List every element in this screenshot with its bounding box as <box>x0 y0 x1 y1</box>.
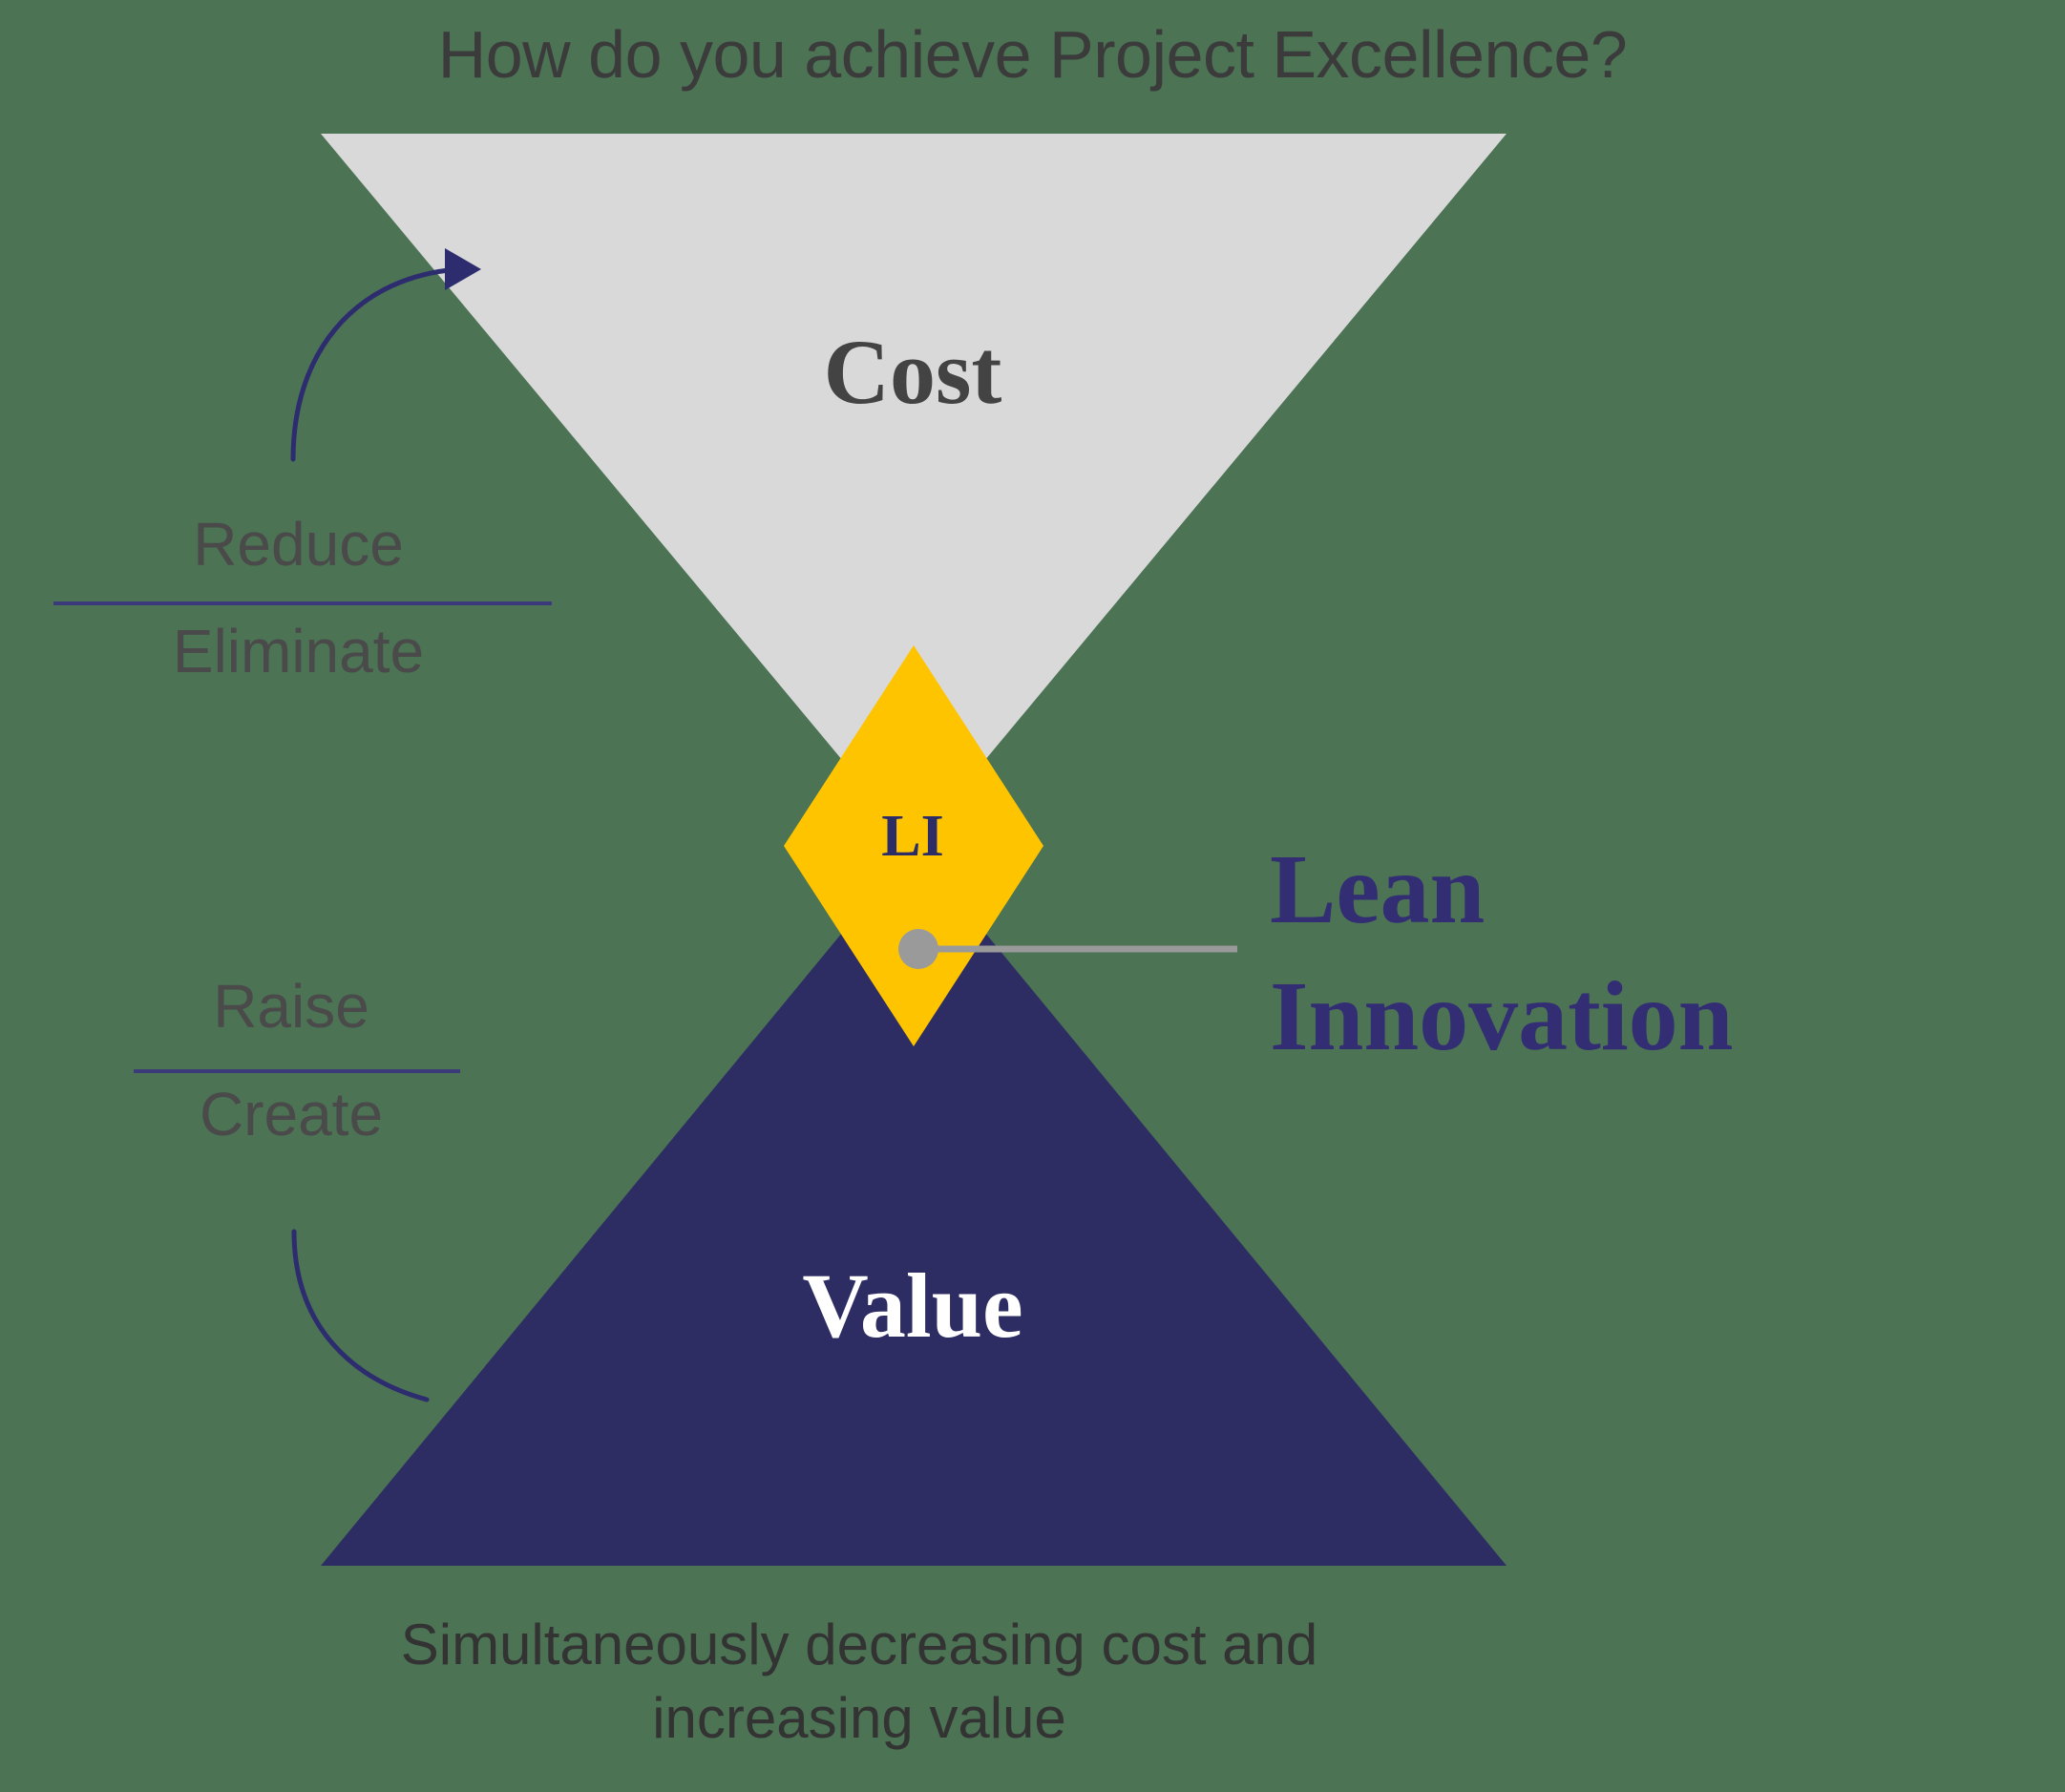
callout-anchor-dot <box>898 929 938 969</box>
callout-line-1: Lean <box>1270 834 1486 944</box>
cost-triangle-shape <box>321 134 1507 846</box>
caption-line-1: Simultaneously decreasing cost and <box>400 1613 1318 1676</box>
lean-innovation-abbrev-label: LI <box>881 804 944 869</box>
callout-line-2: Innovation <box>1270 961 1734 1072</box>
caption-line-2: increasing value <box>652 1685 1066 1750</box>
value-arrow-curve <box>291 1229 430 1402</box>
callout-connector-group <box>898 929 1237 969</box>
cost-side-label-bottom: Eliminate <box>172 617 425 685</box>
bottom-caption: Simultaneously decreasing cost and increa… <box>239 1609 1480 1756</box>
cost-arrow-curve <box>290 267 452 462</box>
cost-triangle-label: Cost <box>823 321 1002 423</box>
cost-arrow-group <box>290 248 481 462</box>
value-triangle-shape <box>321 846 1507 1566</box>
cost-side-label-top: Reduce <box>193 510 404 579</box>
cost-arrowhead-icon <box>445 248 481 290</box>
value-triangle-label: Value <box>802 1254 1023 1357</box>
page-title: How do you achieve Project Excellence? <box>437 17 1628 92</box>
value-side-label-top: Raise <box>213 972 369 1041</box>
value-side-label-bottom: Create <box>199 1080 384 1149</box>
